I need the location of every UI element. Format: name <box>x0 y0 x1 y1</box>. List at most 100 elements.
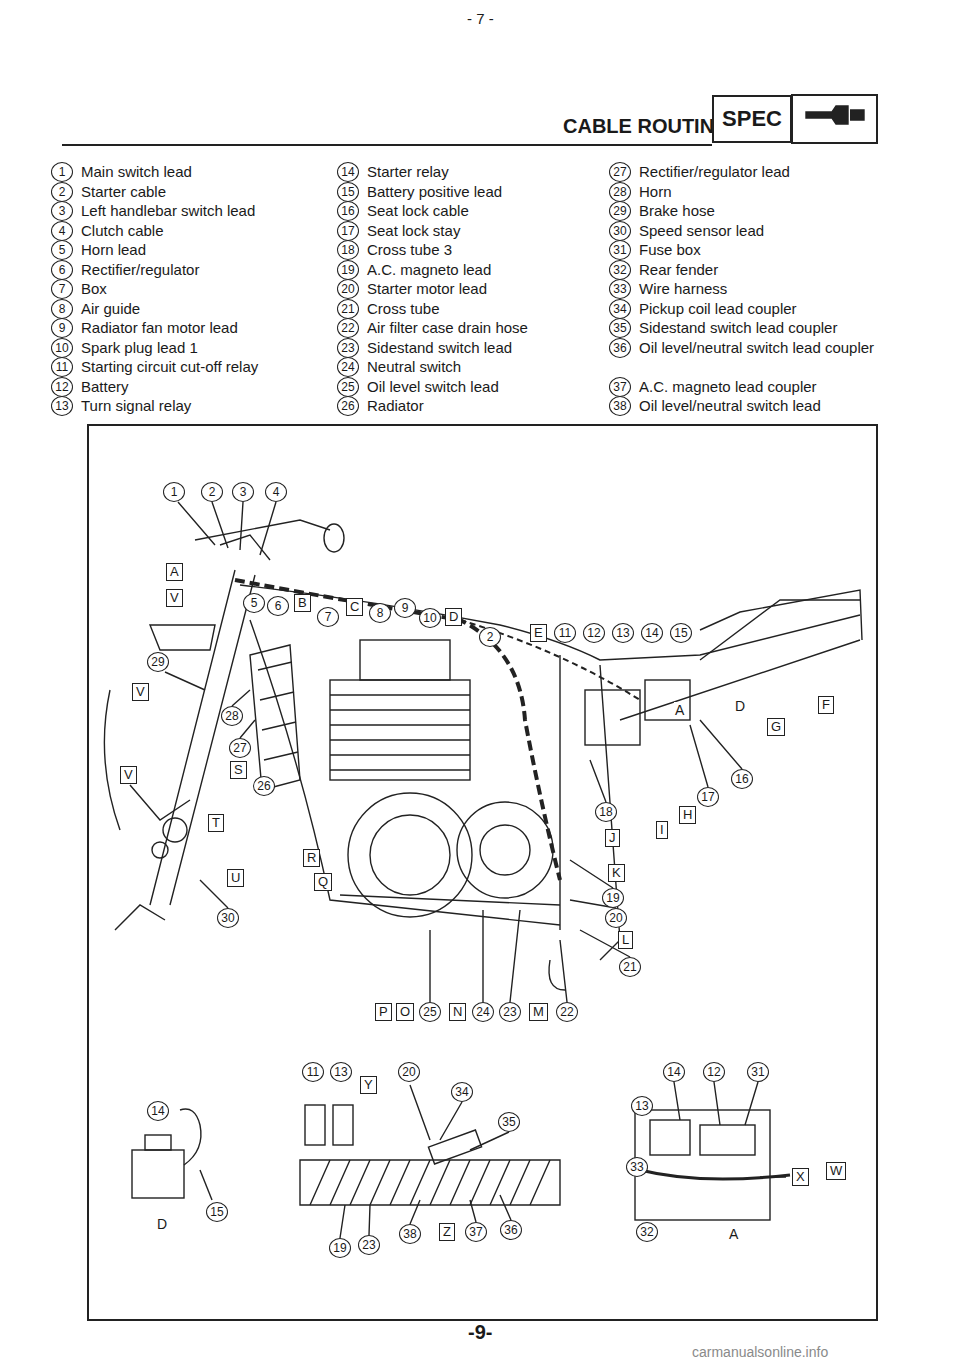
part-name: Left handlebar switch lead <box>81 201 343 220</box>
callout-number: 10 <box>419 608 441 628</box>
callout-number: 28 <box>609 182 631 202</box>
part-name: Clutch cable <box>81 221 343 240</box>
callout-letter: V <box>166 589 183 607</box>
page-number: -9- <box>468 1321 492 1344</box>
part-name: Fuse box <box>639 240 877 259</box>
callout-letter: I <box>656 821 668 839</box>
callout-number: 22 <box>337 318 359 338</box>
callout-number: 15 <box>206 1202 228 1222</box>
callout-number: 13 <box>631 1096 653 1116</box>
callout-number: 29 <box>147 652 169 672</box>
callout-number: 15 <box>337 182 359 202</box>
callout-letter: A <box>728 1226 739 1242</box>
callout-number: 24 <box>337 357 359 377</box>
callout-number: 20 <box>605 908 627 928</box>
part-name: Wire harness <box>639 279 877 298</box>
callout-number: 33 <box>626 1157 648 1177</box>
callout-letter: R <box>303 849 320 867</box>
callout-number: 32 <box>609 260 631 280</box>
part-name: Seat lock cable <box>367 201 629 220</box>
part-name: Horn lead <box>81 240 343 259</box>
part-name: Spark plug lead 1 <box>81 338 343 357</box>
callout-number: 23 <box>499 1002 521 1022</box>
callout-number: 36 <box>609 338 631 358</box>
callout-letter: B <box>294 594 311 612</box>
part-name: Turn signal relay <box>81 396 343 415</box>
callout-letter: P <box>375 1003 392 1021</box>
part-name: Brake hose <box>639 201 877 220</box>
callout-number: 13 <box>612 623 634 643</box>
callout-number: 20 <box>398 1062 420 1082</box>
part-name: Speed sensor lead <box>639 221 877 240</box>
callout-number: 14 <box>147 1101 169 1121</box>
callout-number: 19 <box>602 888 624 908</box>
callout-number: 15 <box>670 623 692 643</box>
part-name: Oil level/neutral switch lead <box>639 396 877 415</box>
callout-number: 25 <box>419 1002 441 1022</box>
callout-number: 2 <box>479 627 501 647</box>
callout-number: 36 <box>500 1220 522 1240</box>
callout-number: 3 <box>51 201 73 221</box>
callout-number: 37 <box>465 1222 487 1242</box>
part-name: Cross tube <box>367 299 629 318</box>
callout-number: 31 <box>747 1062 769 1082</box>
callout-number: 20 <box>337 279 359 299</box>
callout-number: 11 <box>51 357 73 377</box>
callout-number: 8 <box>369 603 391 623</box>
part-name: Oil level/neutral switch lead coupler <box>639 338 877 357</box>
callout-number: 2 <box>201 482 223 502</box>
callout-letter: G <box>767 718 785 736</box>
watermark: carmanualsonline.info <box>692 1344 828 1360</box>
callout-number: 17 <box>337 221 359 241</box>
callout-number: 16 <box>337 201 359 221</box>
callout-number: 23 <box>337 338 359 358</box>
part-name: Box <box>81 279 343 298</box>
part-name: Neutral switch <box>367 357 629 376</box>
part-name: Sidestand switch lead coupler <box>639 318 877 337</box>
callout-number: 24 <box>472 1002 494 1022</box>
spec-box: SPEC <box>712 95 792 143</box>
callout-number: 17 <box>697 787 719 807</box>
callout-number: 14 <box>337 162 359 182</box>
part-name: Starting circuit cut-off relay <box>81 357 343 376</box>
callout-number: 37 <box>609 377 631 397</box>
callout-number: 21 <box>337 299 359 319</box>
part-name: Starter motor lead <box>367 279 629 298</box>
callout-number: 27 <box>229 738 251 758</box>
callout-number: 11 <box>302 1062 324 1082</box>
part-name: Sidestand switch lead <box>367 338 629 357</box>
callout-number: 23 <box>358 1235 380 1255</box>
callout-letter: U <box>227 869 244 887</box>
callout-number: 38 <box>609 396 631 416</box>
callout-letter: W <box>826 1162 846 1180</box>
callout-number: 11 <box>554 623 576 643</box>
callout-number: 9 <box>51 318 73 338</box>
part-name: Air filter case drain hose <box>367 318 629 337</box>
callout-number: 18 <box>595 802 617 822</box>
callout-number: 4 <box>265 482 287 502</box>
callout-letter: M <box>529 1003 548 1021</box>
callout-letter: J <box>605 829 620 847</box>
callout-number: 26 <box>337 396 359 416</box>
callout-number: 22 <box>556 1002 578 1022</box>
callout-letter: A <box>166 563 183 581</box>
part-name: Radiator fan motor lead <box>81 318 343 337</box>
callout-letter: C <box>346 598 363 616</box>
callout-number: 12 <box>703 1062 725 1082</box>
callout-number: 29 <box>609 201 631 221</box>
callout-number: 28 <box>221 706 243 726</box>
callout-number: 4 <box>51 221 73 241</box>
part-name: A.C. magneto lead <box>367 260 629 279</box>
callout-number: 30 <box>217 908 239 928</box>
part-name: Rectifier/regulator lead <box>639 162 877 181</box>
callout-number: 3 <box>232 482 254 502</box>
part-name: Starter relay <box>367 162 629 181</box>
callout-letter: D <box>445 608 462 626</box>
callout-number: 1 <box>51 162 73 182</box>
callout-letter: A <box>674 702 685 718</box>
part-name: Horn <box>639 182 877 201</box>
callout-number: 16 <box>731 769 753 789</box>
callout-number: 7 <box>51 279 73 299</box>
page-number: - 7 - <box>467 10 494 27</box>
part-name: Main switch lead <box>81 162 343 181</box>
